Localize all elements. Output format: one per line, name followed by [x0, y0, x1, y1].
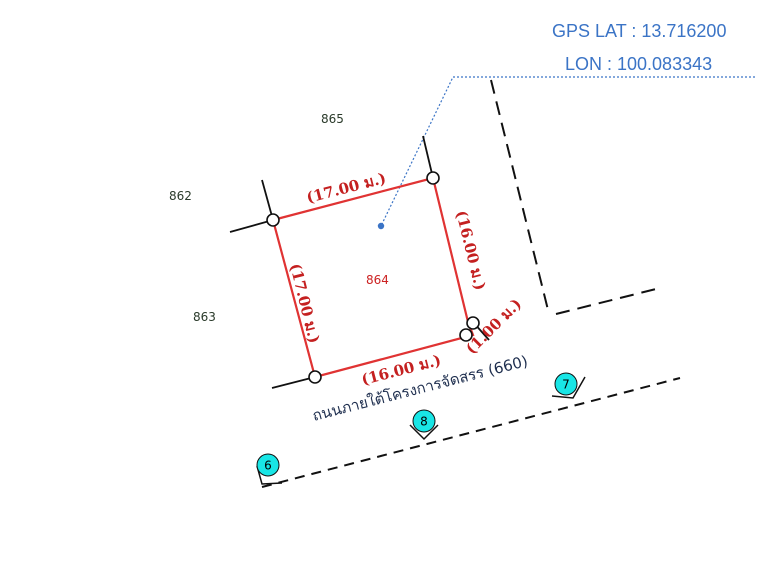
gps-point: [377, 222, 385, 230]
extension-line-nw-up: [261, 179, 274, 221]
gps-leader-line: [380, 76, 755, 227]
parcel-number-north: 865: [321, 112, 344, 126]
extension-line-nw-left: [229, 219, 274, 233]
survey-marker-7: 7: [551, 372, 586, 399]
corner-pin-ne: [426, 171, 440, 185]
survey-marker-6: 6: [256, 453, 283, 485]
extension-line-sw-left: [271, 376, 316, 389]
neighbor-dashed-boundary-horizontal: [555, 288, 657, 315]
corner-pin-se-bottom: [459, 328, 473, 342]
corner-pin-se-top: [466, 316, 480, 330]
survey-marker-8-label: 8: [420, 415, 428, 429]
road-dashed-edge: [261, 377, 681, 488]
dimension-left: (17.00 ม.): [286, 262, 323, 345]
parcel-number-southwest: 863: [193, 310, 216, 324]
gps-lon-label: LON : 100.083343: [565, 54, 712, 74]
parcel-number-west: 862: [169, 189, 192, 203]
survey-marker-8: 8: [409, 409, 439, 441]
parcel-number-main: 864: [366, 273, 389, 287]
corner-pin-sw: [308, 370, 322, 384]
gps-lat-label: GPS LAT : 13.716200: [552, 21, 726, 41]
survey-marker-7-label: 7: [562, 378, 570, 392]
survey-marker-6-label: 6: [264, 459, 272, 473]
extension-line-ne-up: [422, 135, 434, 179]
neighbor-dashed-boundary-vertical: [490, 79, 550, 315]
corner-pin-nw: [266, 213, 280, 227]
